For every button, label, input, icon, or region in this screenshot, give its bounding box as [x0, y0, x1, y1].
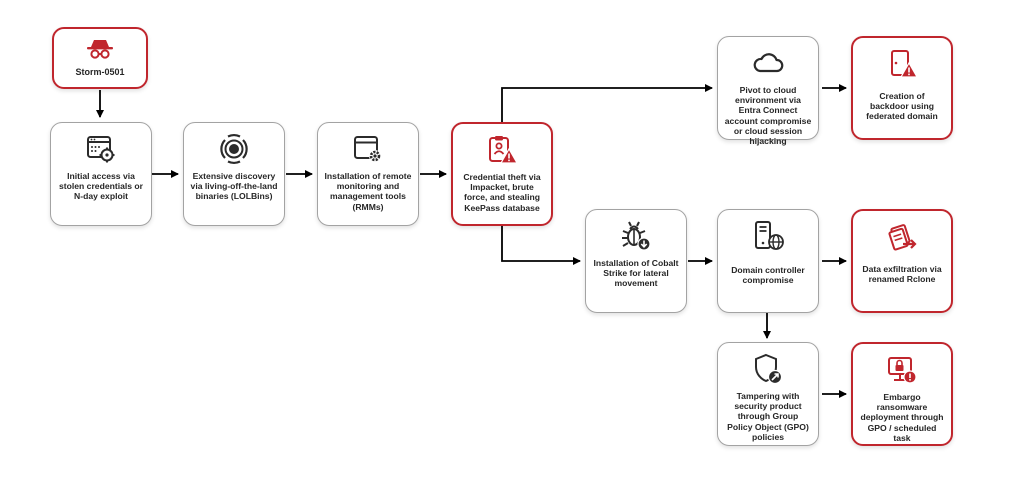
node-label: Creation of backdoor using federated dom… — [866, 91, 938, 122]
node-label: Storm-0501 — [75, 67, 125, 77]
node-rmm: Installation of remote monitoring and ma… — [317, 122, 419, 226]
node-label: Domain controller compromise — [731, 265, 805, 286]
node-initial-access: Initial access via stolen credentials or… — [50, 122, 152, 226]
node-domain-controller: Domain controller compromise — [717, 209, 819, 313]
node-label: Installation of Cobalt Strike for latera… — [593, 258, 679, 289]
node-backdoor: Creation of backdoor using federated dom… — [851, 36, 953, 140]
arrow-cred-to-cobalt — [501, 226, 581, 265]
cloud-icon — [753, 53, 784, 73]
node-discovery: Extensive discovery via living-off-the-l… — [183, 122, 285, 226]
bug-download-icon — [622, 221, 651, 251]
node-label: Extensive discovery via living-off-the-l… — [190, 171, 278, 202]
node-label: Pivot to cloud environment via Entra Con… — [724, 85, 812, 147]
server-globe-icon — [755, 221, 784, 250]
node-label: Initial access via stolen credentials or… — [58, 171, 144, 202]
clipboard-warning-icon — [489, 136, 519, 164]
spy-icon — [87, 40, 113, 59]
documents-arrow-icon — [888, 224, 917, 251]
radar-icon — [220, 134, 248, 164]
node-label: Tampering with security product through … — [727, 391, 809, 442]
node-label: Data exfiltration via renamed Rclone — [862, 264, 942, 285]
node-ransomware: Embargo ransomware deployment through GP… — [851, 342, 953, 446]
shield-arrow-icon — [755, 353, 783, 385]
node-tampering: Tampering with security product through … — [717, 342, 819, 446]
window-gear-icon — [354, 136, 381, 162]
door-warning-icon — [891, 50, 919, 78]
node-label: Installation of remote monitoring and ma… — [324, 171, 412, 212]
node-credential-theft: Credential theft via Impacket, brute for… — [451, 122, 553, 226]
node-label: Embargo ransomware deployment through GP… — [860, 392, 944, 443]
node-pivot-cloud: Pivot to cloud environment via Entra Con… — [717, 36, 819, 146]
node-label: Credential theft via Impacket, brute for… — [463, 172, 541, 213]
node-exfiltration: Data exfiltration via renamed Rclone — [851, 209, 953, 313]
node-cobalt-strike: Installation of Cobalt Strike for latera… — [585, 209, 687, 313]
node-storm-0501: Storm-0501 — [52, 27, 148, 89]
browser-target-icon — [87, 136, 115, 163]
monitor-lock-alert-icon — [888, 357, 917, 384]
arrow-cred-to-pivot — [501, 84, 713, 122]
